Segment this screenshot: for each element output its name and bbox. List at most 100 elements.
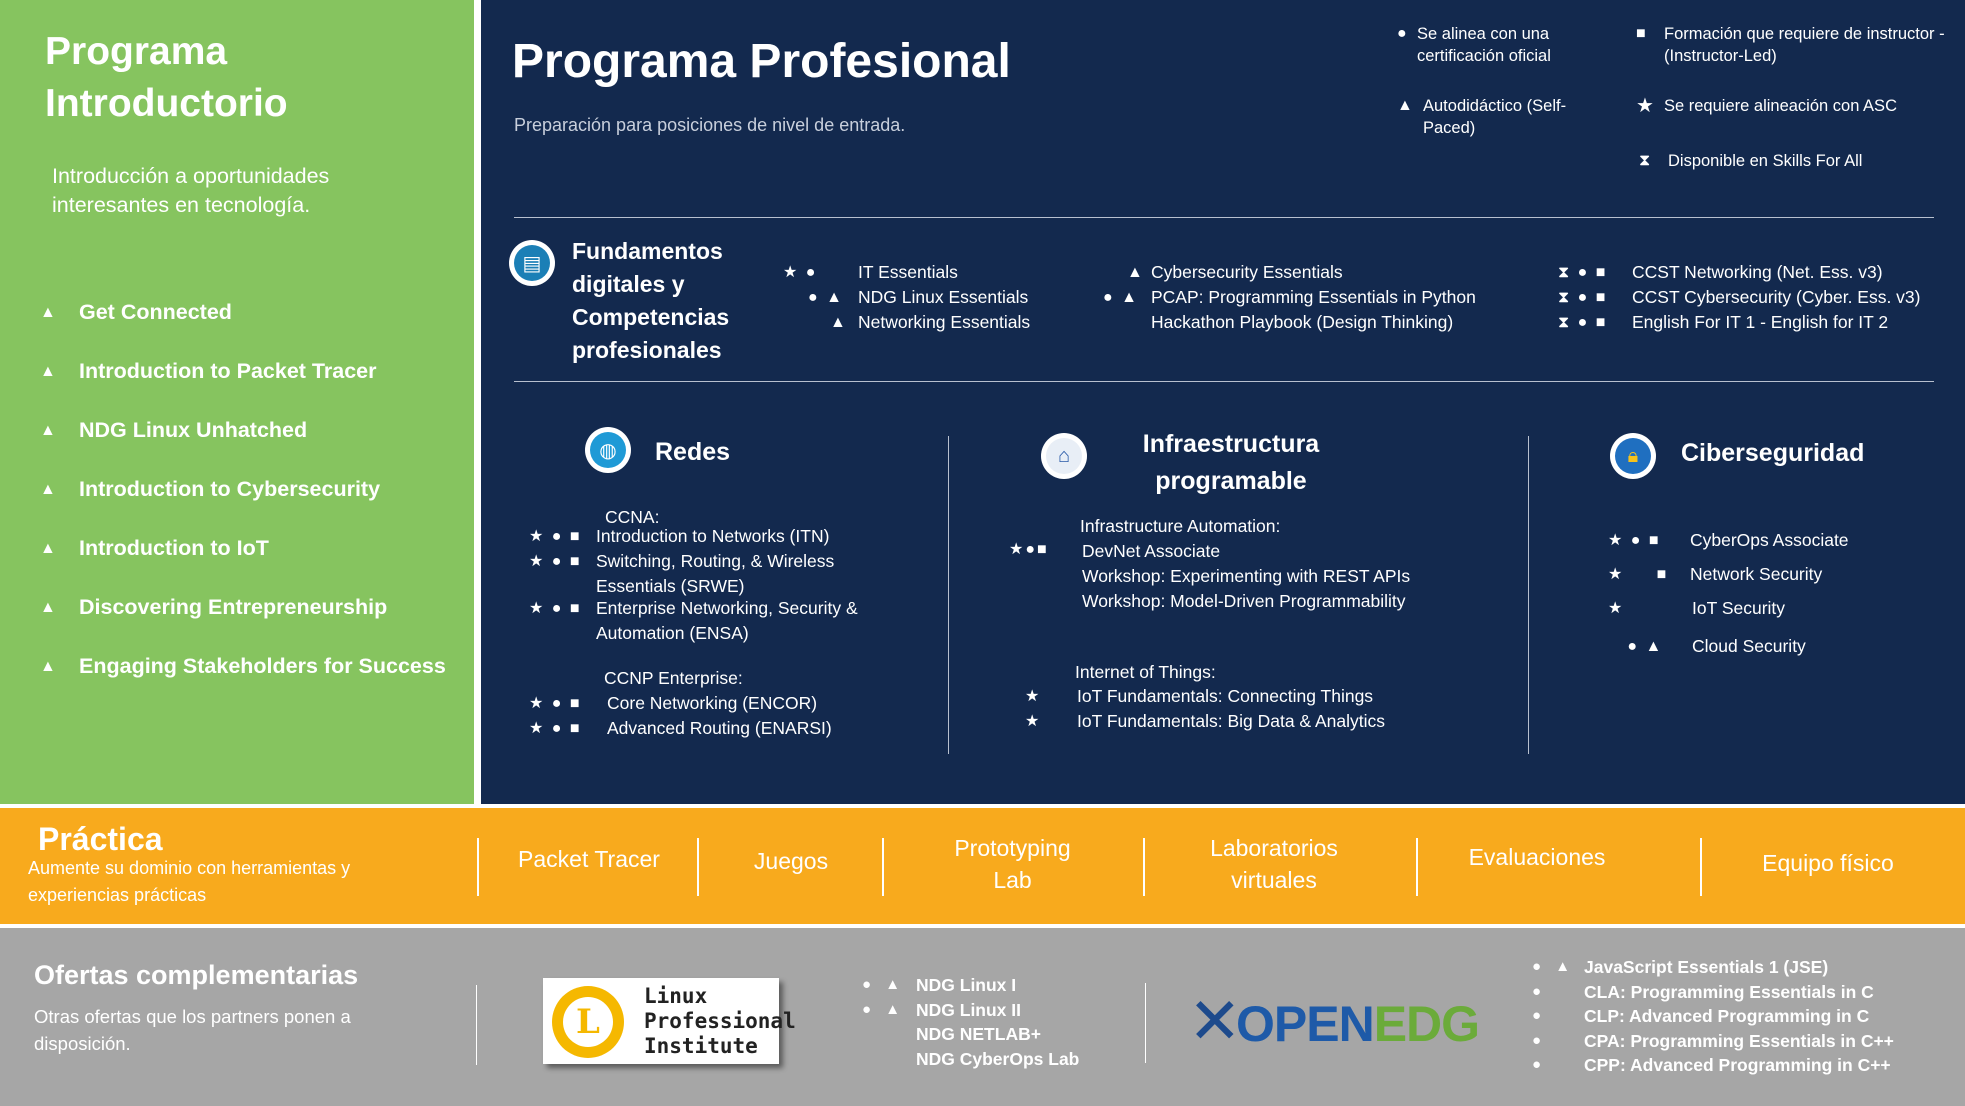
course-symbols [862, 1047, 916, 1072]
openedg-x-mark: ✕ [1188, 985, 1242, 1057]
infra-icon-ring: ⌂ [1041, 433, 1087, 479]
divider [514, 381, 1934, 382]
course-label: DevNet Associate [1082, 541, 1221, 561]
ccna-list: ★ ● ■Introduction to Networks (ITN) ★ ● … [529, 524, 858, 646]
intro-course-item: ▲Introduction to IoT [40, 519, 470, 578]
course-symbols: ● ▲ [1608, 638, 1664, 655]
legend-item: ● Se alinea con una certificación oficia… [1397, 23, 1587, 67]
course-label: Engaging Stakeholders for Success [79, 654, 446, 678]
course-row: Essentials (SRWE) [529, 574, 858, 599]
course-symbols: ● ▲ [1532, 958, 1576, 975]
fundamentos-col1: ★ ●IT Essentials ● ▲NDG Linux Essentials… [783, 260, 1030, 335]
course-row: ★ ● ■ CyberOps Associate [1608, 528, 1849, 562]
legend-label: Autodidáctico (Self-Paced) [1423, 97, 1567, 137]
course-label: Workshop: Model-Driven Programmability [1082, 591, 1406, 611]
course-label: Introduction to Networks (ITN) [596, 526, 830, 546]
intro-course-item: ▲ Engaging Stakeholders for Success [40, 637, 470, 696]
course-row: ★IoT Fundamentals: Big Data & Analytics [1025, 709, 1385, 734]
course-row: ★ ■ Network Security [1608, 562, 1849, 596]
triangle-icon: ▲ [40, 657, 56, 675]
course-symbols: ⧗ ● ■ [1558, 264, 1608, 281]
course-label: CyberOps Associate [1690, 530, 1849, 550]
course-label: Discovering Entrepreneurship [79, 595, 388, 619]
course-symbols: ★ ● ■ [529, 600, 582, 617]
separator [1700, 838, 1702, 896]
fundamentos-icon-ring: ▤ [509, 240, 555, 286]
ciber-title: Ciberseguridad [1681, 439, 1865, 467]
iot-label: Internet of Things: [1075, 662, 1216, 682]
star-icon: ★ [1636, 95, 1654, 117]
iot-devices-icon: ⌂ [1046, 438, 1082, 474]
divider [1528, 436, 1529, 754]
course-row: ★ ● ■Introduction to Networks (ITN) [529, 524, 858, 549]
document-icon: ▤ [514, 245, 550, 281]
practice-item-labs: Laboratorios virtuales [1146, 828, 1402, 900]
course-row: NDG CyberOps Lab [862, 1047, 1079, 1072]
course-label: Introduction to Packet Tracer [79, 359, 377, 383]
triangle-icon: ▲ [1397, 97, 1413, 114]
course-row: ▲Cybersecurity Essentials [1103, 260, 1476, 285]
professional-subtitle: Preparación para posiciones de nivel de … [514, 115, 906, 135]
legend-label: Se alinea con una certificación oficial [1417, 25, 1551, 65]
globe-icon: ◍ [590, 432, 626, 468]
course-row: Automation (ENSA) [529, 621, 858, 646]
practice-item-prototyping-lab: Prototyping Lab [900, 828, 1125, 900]
complementary-bar: Ofertas complementarias Otras ofertas qu… [0, 928, 1965, 1106]
legend-item: ▲ Autodidáctico (Self-Paced) [1397, 95, 1597, 139]
course-row: ● ▲JavaScript Essentials 1 (JSE) [1532, 955, 1894, 980]
triangle-icon: ▲ [40, 421, 56, 439]
legend-item: ■ Formación que requiere de instructor -… [1636, 23, 1956, 67]
openedg-course-list: ● ▲JavaScript Essentials 1 (JSE) ●CLA: P… [1532, 955, 1894, 1078]
lpi-wordmark: Linux Professional Institute [644, 984, 796, 1059]
triangle-icon: ▲ [40, 598, 56, 616]
separator [1416, 838, 1418, 896]
course-label: Network Security [1690, 564, 1823, 584]
course-row: ★IoT Fundamentals: Connecting Things [1025, 684, 1385, 709]
professional-panel: Programa Profesional Preparación para po… [481, 0, 1965, 804]
course-label: Workshop: Experimenting with REST APIs [1082, 566, 1411, 586]
course-label: Introduction to Cybersecurity [79, 477, 381, 501]
circle-icon: ● [1397, 25, 1407, 42]
lpi-logo: L Linux Professional Institute [543, 978, 796, 1064]
infra-title: Infraestructura programable [1142, 430, 1320, 495]
ccna-label: CCNA: [605, 507, 660, 527]
course-label: Get Connected [79, 300, 232, 324]
course-symbols: ● ▲ [808, 289, 844, 306]
practice-subtitle: Aumente su dominio con herramientas y ex… [28, 858, 351, 905]
course-row: ⧗ ● ■ CCST Networking (Net. Ess. v3) [1558, 260, 1921, 285]
course-symbols: ★ [1608, 600, 1625, 617]
legend-item: ★ Se requiere alineación con ASC [1636, 95, 1956, 117]
separator [1145, 983, 1146, 1063]
redes-title: Redes [655, 438, 731, 466]
course-row: ★ ● ■Core Networking (ENCOR) [529, 691, 832, 716]
course-symbols: ★ ■ [1608, 566, 1669, 583]
course-label: Automation (ENSA) [596, 623, 749, 643]
legend-label: Disponible en Skills For All [1668, 152, 1863, 170]
course-row: ● ▲Cloud Security [1608, 634, 1849, 668]
intro-subtitle: Introducción a oportunidades interesante… [52, 164, 330, 217]
course-symbols: ★ ● ■ [529, 695, 582, 712]
lock-icon: 🔒︎ [1615, 438, 1651, 474]
practice-bar: Práctica Aumente su dominio con herramie… [0, 808, 1965, 924]
course-label: IoT Security [1692, 598, 1786, 618]
course-row: ●CPA: Programming Essentials in C++ [1532, 1029, 1894, 1054]
intro-course-item: ▲Introduction to Cybersecurity [40, 460, 470, 519]
course-row: ●CPP: Advanced Programming in C++ [1532, 1053, 1894, 1078]
course-symbols: ● [1532, 1007, 1547, 1024]
course-symbols [529, 621, 596, 646]
course-symbols: ● [1532, 1031, 1547, 1049]
course-label: IoT Fundamentals: Big Data & Analytics [1077, 711, 1386, 731]
ciber-list: ★ ● ■ CyberOps Associate ★ ■ Network Secur… [1608, 528, 1849, 668]
complementary-subtitle: Otras ofertas que los partners ponen a d… [34, 1006, 351, 1054]
course-symbols: ★ ● ■ [1608, 532, 1661, 549]
ciber-icon-ring: 🔒︎ [1610, 433, 1656, 479]
practice-title: Práctica [38, 821, 163, 857]
course-label: NDG Linux Essentials [858, 287, 1029, 307]
practice-item-label: Prototyping Lab [954, 835, 1071, 893]
course-label: CLP: Advanced Programming in C [1584, 1006, 1870, 1026]
openedg-part2: EDG [1373, 996, 1480, 1052]
course-label: CCST Networking (Net. Ess. v3) [1632, 262, 1883, 282]
course-row: ★ ● ■Advanced Routing (ENARSI) [529, 716, 832, 741]
course-row: ● CLP: Advanced Programming in C [1532, 1004, 1894, 1029]
course-label: Introduction to IoT [79, 536, 269, 560]
